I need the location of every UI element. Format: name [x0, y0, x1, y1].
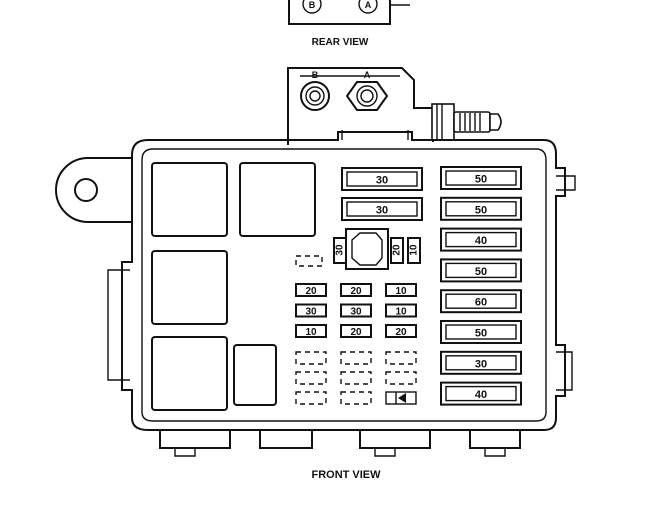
mini-fuse-grid: 20 20 10 30 30 10 10 20 20 [295, 283, 417, 338]
maxi-fuse-right-7: 30 [440, 350, 522, 375]
relay-socket-small [233, 344, 277, 406]
maxi-fuse-right-8: 40 [440, 381, 522, 406]
mini-fuse: 20 [295, 283, 327, 297]
mini-fuse: 10 [385, 303, 417, 318]
mini-fuse-label: 20 [305, 286, 317, 297]
arrow-left-icon [398, 393, 406, 403]
mini-fuse: 20 [340, 283, 372, 297]
maxi-fuse-top-1: 30 [341, 167, 423, 191]
vertical-fuse-2: 20 [390, 237, 404, 264]
mounting-ear [55, 157, 132, 223]
rear-stud-b-icon [302, 0, 322, 14]
empty-fuse-slot [385, 351, 417, 365]
mini-fuse: 10 [295, 324, 327, 338]
maxi-fuse-right-1: 50 [440, 166, 522, 190]
maxi-fuse-right-2: 50 [440, 196, 522, 221]
mini-fuse-label: 20 [395, 327, 407, 338]
mini-fuse: 20 [385, 324, 417, 338]
maxi-fuse-right-label: 50 [475, 204, 487, 216]
empty-fuse-slot [295, 351, 327, 365]
mini-fuse-label: 10 [305, 327, 317, 338]
relay-socket-3 [151, 250, 228, 325]
vertical-fuse-3: 10 [407, 237, 421, 264]
maxi-fuse-right-4: 50 [440, 258, 522, 283]
relay-sockets [151, 162, 316, 411]
maxi-fuse-top-label: 30 [376, 205, 388, 217]
maxi-fuse-right-label: 50 [475, 266, 487, 278]
rear-view-label: REAR VIEW [312, 37, 369, 48]
vertical-fuse-label: 20 [392, 244, 403, 256]
stud-a-icon [345, 81, 389, 111]
mini-fuse-label: 10 [395, 307, 407, 318]
maxi-fuse-right-label: 60 [475, 297, 487, 309]
mini-fuse-label: 20 [350, 286, 362, 297]
maxi-fuse-top-label: 30 [376, 175, 388, 187]
stud-a-label: A [364, 70, 371, 80]
empty-fuse-slot [295, 391, 327, 405]
mini-fuse: 20 [340, 324, 372, 338]
empty-fuse-slot [295, 371, 327, 385]
mini-fuse: 10 [385, 283, 417, 297]
fuse-block-housing [107, 130, 576, 457]
stud-b-label: B [312, 70, 319, 80]
maxi-fuse-right-label: 30 [475, 358, 487, 370]
rear-stud-b-label: B [309, 0, 316, 10]
rear-stud-a-label: A [365, 0, 372, 10]
maxi-fuse-right-label: 40 [475, 235, 487, 247]
maxi-fuse-right-5: 60 [440, 289, 522, 314]
stud-b-icon [300, 81, 330, 111]
mounting-hole-icon [74, 178, 98, 202]
mini-fuse-label: 30 [350, 307, 362, 318]
mini-fuse-label: 20 [350, 327, 362, 338]
mini-fuse-label: 30 [305, 307, 317, 318]
front-view-label: FRONT VIEW [311, 469, 381, 481]
empty-fuse-slots [295, 351, 417, 405]
vertical-fuse-label: 10 [409, 244, 420, 256]
relay-socket-2 [239, 162, 316, 237]
fuse-puller-slot [385, 391, 417, 405]
maxi-fuse-right-label: 50 [475, 328, 487, 340]
empty-fuse-slot [385, 371, 417, 385]
vertical-fuse-1: 30 [333, 237, 347, 264]
mini-fuse: 30 [340, 303, 372, 318]
maxi-fuse-right-label: 50 [475, 174, 487, 186]
maxi-fuse-top-group: 30 30 [341, 167, 423, 221]
vertical-fuse-group: 30 20 10 [333, 237, 421, 264]
mini-fuse-label: 10 [395, 286, 407, 297]
maxi-fuse-right-3: 40 [440, 227, 522, 252]
maxi-fuse-right-label: 40 [475, 389, 487, 401]
rear-stud-a-icon [358, 0, 378, 14]
maxi-fuse-right-group: 50 50 40 50 60 50 30 40 [440, 166, 522, 406]
empty-fuse-slot [340, 351, 372, 365]
mini-fuse: 30 [295, 303, 327, 318]
vertical-fuse-label: 30 [335, 244, 346, 256]
relay-socket-1 [151, 162, 228, 237]
empty-fuse-slot [340, 391, 372, 405]
relay-socket-4 [151, 336, 228, 411]
connector-plug-icon [431, 103, 502, 141]
rear-view: B A REAR VIEW [288, 0, 410, 48]
front-view: B A [55, 67, 576, 481]
maxi-fuse-top-2: 30 [341, 197, 423, 221]
empty-fuse-slot [340, 371, 372, 385]
maxi-fuse-right-6: 50 [440, 320, 522, 344]
